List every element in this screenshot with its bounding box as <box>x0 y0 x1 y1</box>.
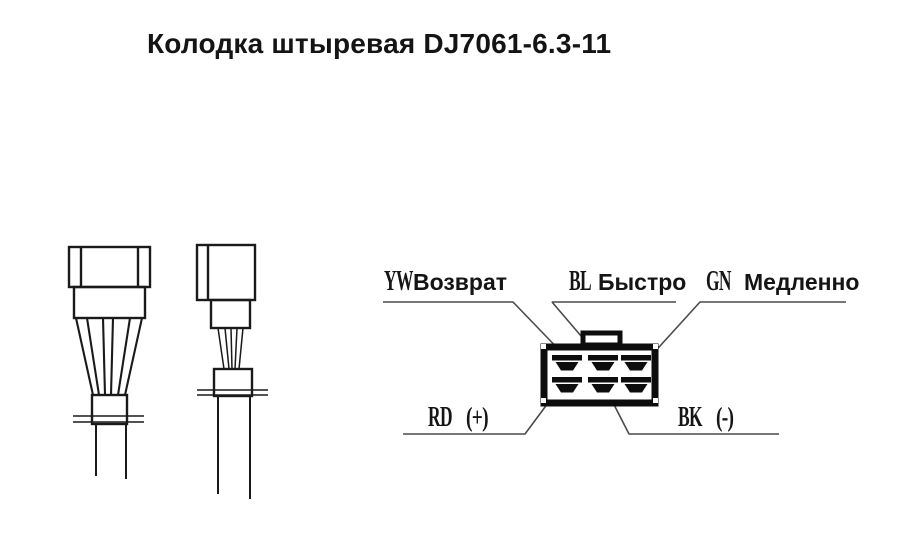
leader-rd <box>403 398 552 435</box>
wire-polarity-bk: (-) <box>716 402 734 432</box>
wire-function-bl: Быстро <box>598 269 687 295</box>
housing-top-rect <box>195 243 257 302</box>
pin-label-bk: BK (-) <box>678 401 740 433</box>
connector-side-view-wide <box>67 245 152 479</box>
pin-label-bl: BL Быстро <box>569 266 686 297</box>
housing-base-rect <box>72 285 147 320</box>
wire-code-bl: BL <box>569 265 592 297</box>
wire-code-rd: RD <box>428 401 453 433</box>
connector-side-view-narrow <box>195 243 268 499</box>
corner-notches <box>541 344 658 403</box>
pin-label-gn: GN Медленно <box>706 266 859 297</box>
wire-polarity-rd: (+) <box>466 402 489 432</box>
wire-function-yw: Возврат <box>413 269 508 295</box>
wire-bundle <box>217 327 244 370</box>
wire-fan <box>74 317 144 396</box>
pin-label-yw: YW Возврат <box>384 266 507 297</box>
leader-gn <box>649 301 846 358</box>
wire-code-bk: BK <box>678 401 703 433</box>
pin-label-rd: RD (+) <box>428 401 496 433</box>
keying-tab <box>580 330 623 348</box>
cable-sleeve <box>212 367 254 398</box>
connector-face-view <box>540 330 659 407</box>
leader-yw <box>383 301 567 358</box>
housing-base-rect <box>209 298 252 330</box>
cable-sleeve <box>90 393 129 426</box>
wire-function-gn: Медленно <box>744 269 860 295</box>
wire-code-gn: GN <box>706 265 732 297</box>
wire-code-yw: YW <box>384 265 413 297</box>
page-title: Колодка штыревая DJ7061-6.3-11 <box>147 28 612 59</box>
